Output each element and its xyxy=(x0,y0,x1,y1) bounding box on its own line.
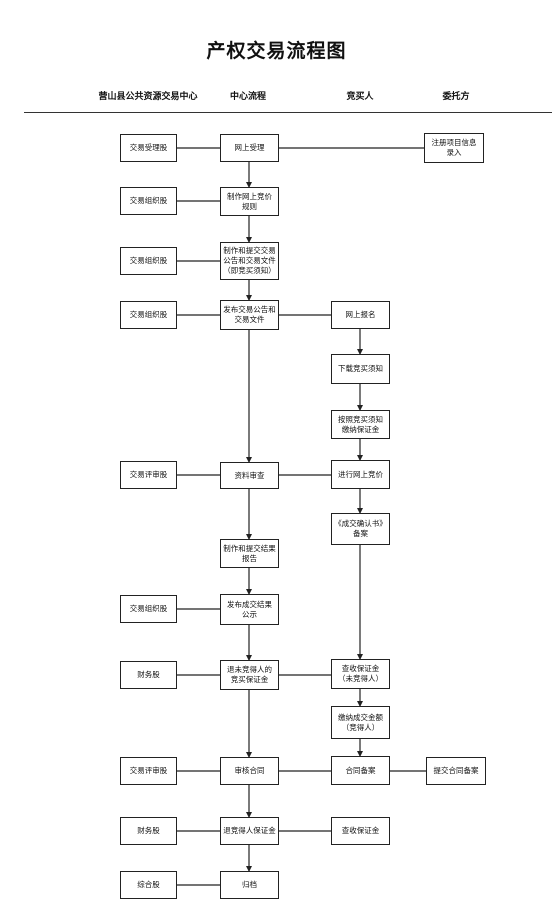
online-signup-box: 网上报名 xyxy=(331,301,390,329)
check-deposit-box: 查收保证金 xyxy=(331,817,390,845)
lane-header-process: 中心流程 xyxy=(229,92,267,102)
check-losers-deposit-box: 查收保证金 （未竞得人） xyxy=(331,659,390,689)
online-accept-box: 网上受理 xyxy=(220,134,279,162)
dept-general-box: 综合股 xyxy=(120,871,177,899)
dept-org-box-1: 交易组织股 xyxy=(120,187,177,215)
archive-box: 归档 xyxy=(220,871,279,899)
dept-org-box-4: 交易组织股 xyxy=(120,595,177,623)
dept-accept-box: 交易受理股 xyxy=(120,134,177,162)
dept-finance-box-1: 财务股 xyxy=(120,661,177,689)
page-title: 产权交易流程图 xyxy=(206,40,347,62)
dept-org-box-3: 交易组织股 xyxy=(120,301,177,329)
header-divider xyxy=(24,112,552,113)
make-rules-box: 制作网上竞价 规则 xyxy=(220,187,279,216)
lane-header-bidder: 竞买人 xyxy=(346,92,374,102)
review-contract-box: 审核合同 xyxy=(220,757,279,785)
lane-header-client: 委托方 xyxy=(442,92,470,102)
make-announcement-box: 制作和提交交易 公告和交易文件 （即竞买须知） xyxy=(220,242,279,280)
submit-contract-record-box: 提交合同备案 xyxy=(426,757,486,785)
confirmation-record-box: 《成交确认书》 备案 xyxy=(331,513,390,545)
contract-record-box: 合同备案 xyxy=(331,756,390,785)
publish-result-box: 发布成交结果 公示 xyxy=(220,594,279,625)
publish-announcement-box: 发布交易公告和 交易文件 xyxy=(220,300,279,330)
pay-deposit-box: 按照竞买须知 缴纳保证金 xyxy=(331,410,390,439)
download-notice-box: 下载竞买须知 xyxy=(331,354,390,384)
lane-header-center: 营山县公共资源交易中心 xyxy=(98,92,198,102)
refund-winner-deposit-box: 退竞得人保证金 xyxy=(220,817,279,845)
register-info-box: 注册项目信息 录入 xyxy=(424,133,484,163)
make-result-report-box: 制作和提交结果 报告 xyxy=(220,539,279,568)
pay-price-box: 缴纳成交金额 （竞得人） xyxy=(331,706,390,739)
dept-review-box-1: 交易评审股 xyxy=(120,461,177,489)
refund-losers-deposit-box: 退未竞得人的 竞买保证金 xyxy=(220,660,279,690)
material-review-box: 资料审查 xyxy=(220,462,279,489)
online-bid-box: 进行网上竞价 xyxy=(331,460,390,489)
dept-org-box-2: 交易组织股 xyxy=(120,247,177,275)
dept-review-box-2: 交易评审股 xyxy=(120,757,177,785)
dept-finance-box-2: 财务股 xyxy=(120,817,177,845)
